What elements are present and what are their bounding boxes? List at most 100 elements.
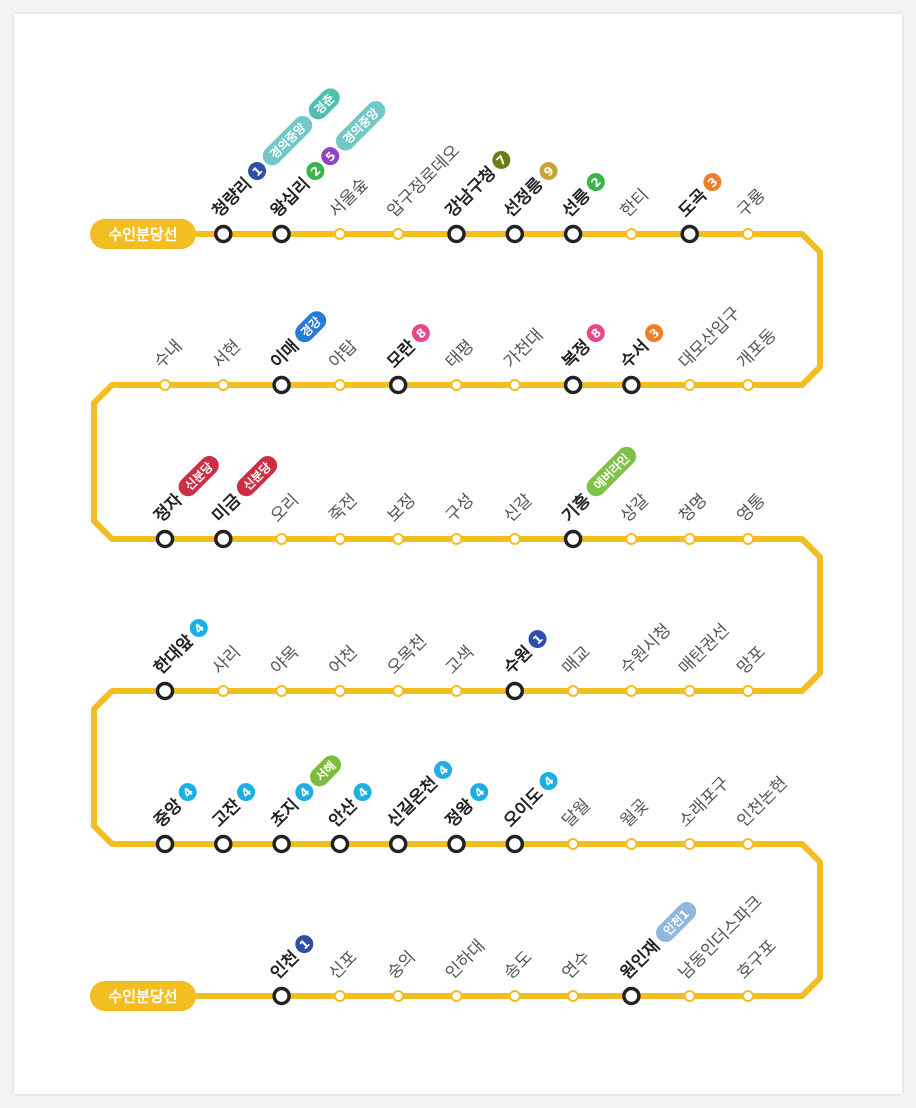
- station-marker: [567, 838, 580, 850]
- station-정왕[interactable]: 정왕4: [442, 779, 494, 854]
- station-가천대[interactable]: 가천대: [500, 325, 548, 391]
- station-숭의[interactable]: 숭의: [384, 947, 420, 1002]
- station-name: 신갈: [500, 490, 537, 527]
- station-name: 신길온천: [384, 773, 442, 831]
- station-수서[interactable]: 수서3: [616, 320, 668, 395]
- station-어천[interactable]: 어천: [325, 642, 362, 697]
- station-영통[interactable]: 영통: [733, 490, 770, 545]
- station-name: 상갈: [617, 490, 654, 527]
- station-label: 어천: [325, 642, 361, 678]
- station-name: 청명: [675, 490, 711, 526]
- transfer-station-marker: [214, 834, 233, 854]
- station-name: 복정: [558, 336, 594, 372]
- station-marker: [508, 990, 521, 1002]
- station-호구포[interactable]: 호구포: [733, 936, 781, 1002]
- station-죽전[interactable]: 죽전: [325, 490, 362, 545]
- station-인천[interactable]: 인천1: [267, 931, 319, 1006]
- station-고잔[interactable]: 고잔4: [208, 779, 260, 854]
- station-대모산입구[interactable]: 대모산입구: [675, 303, 745, 391]
- line-badge-8: [586, 324, 605, 343]
- station-송도[interactable]: 송도: [500, 947, 536, 1002]
- station-한티[interactable]: 한티: [617, 185, 653, 240]
- station-보정[interactable]: 보정: [384, 490, 420, 545]
- station-매탄권선[interactable]: 매탄권선: [675, 620, 733, 697]
- station-안산[interactable]: 안산4: [325, 779, 377, 854]
- station-도곡[interactable]: 도곡3: [675, 169, 727, 244]
- station-청명[interactable]: 청명: [675, 490, 711, 545]
- station-망포[interactable]: 망포: [733, 642, 770, 697]
- station-marker: [333, 533, 346, 545]
- transfer-station-marker: [155, 834, 175, 854]
- station-marker: [392, 228, 405, 240]
- station-태평[interactable]: 태평: [442, 336, 478, 391]
- station-구성[interactable]: 구성: [442, 490, 478, 545]
- station-선릉[interactable]: 선릉2: [558, 169, 610, 244]
- station-신갈[interactable]: 신갈: [500, 490, 537, 545]
- station-label: 신갈: [500, 490, 537, 527]
- line-badge-4: [470, 783, 489, 802]
- station-인하대[interactable]: 인하대: [442, 936, 489, 1002]
- station-인천논현[interactable]: 인천논현: [733, 773, 792, 850]
- station-marker: [159, 379, 171, 391]
- station-label: 한티: [617, 185, 653, 221]
- transfer-station-marker: [563, 375, 583, 395]
- station-수내[interactable]: 수내: [150, 336, 187, 391]
- station-구룡[interactable]: 구룡: [733, 185, 770, 240]
- track-path: [91, 231, 823, 999]
- station-marker: [625, 533, 638, 545]
- station-서울숲[interactable]: 서울숲: [325, 174, 373, 240]
- station-label: 안산4: [325, 783, 372, 832]
- station-marker: [683, 379, 696, 391]
- station-서현[interactable]: 서현: [209, 336, 245, 391]
- station-name: 한티: [617, 185, 653, 221]
- station-수원시청[interactable]: 수원시청: [617, 620, 675, 697]
- station-야목[interactable]: 야목: [267, 642, 303, 697]
- station-오목천[interactable]: 오목천: [384, 631, 431, 697]
- station-사리[interactable]: 사리: [209, 642, 245, 697]
- station-label: 인하대: [442, 936, 489, 983]
- station-label: 매교: [558, 642, 594, 678]
- station-name: 사리: [209, 642, 245, 678]
- station-name: 구룡: [733, 185, 769, 221]
- station-marker: [625, 838, 638, 850]
- station-월곶[interactable]: 월곶: [617, 795, 653, 850]
- station-야탑[interactable]: 야탑: [325, 336, 362, 391]
- station-신포[interactable]: 신포: [325, 947, 362, 1002]
- station-소래포구[interactable]: 소래포구: [675, 773, 733, 850]
- line-name-pill: [90, 981, 196, 1011]
- station-압구정로데오[interactable]: 압구정로데오: [384, 141, 464, 240]
- station-marker: [625, 228, 638, 240]
- station-상갈[interactable]: 상갈: [617, 490, 654, 545]
- line-name-text: 수인분당선: [108, 988, 177, 1006]
- station-달월[interactable]: 달월: [558, 795, 595, 850]
- station-연수[interactable]: 연수: [558, 947, 595, 1002]
- station-수원[interactable]: 수원1: [500, 626, 552, 701]
- station-매교[interactable]: 매교: [558, 642, 595, 697]
- station-오리[interactable]: 오리: [267, 490, 303, 545]
- station-고색[interactable]: 고색: [442, 642, 478, 697]
- line-badge-3: [645, 324, 664, 343]
- transfer-station-marker: [622, 375, 641, 395]
- station-모란[interactable]: 모란8: [383, 320, 435, 395]
- transfer-station-marker: [505, 834, 525, 854]
- station-개포동[interactable]: 개포동: [733, 325, 781, 391]
- station-중앙[interactable]: 중앙4: [150, 779, 202, 854]
- station-marker: [275, 685, 288, 697]
- station-name: 수내: [150, 336, 186, 372]
- station-name: 개포동: [733, 325, 780, 372]
- line-badge-4: [353, 783, 372, 802]
- station-marker: [333, 685, 346, 697]
- station-복정[interactable]: 복정8: [558, 320, 610, 395]
